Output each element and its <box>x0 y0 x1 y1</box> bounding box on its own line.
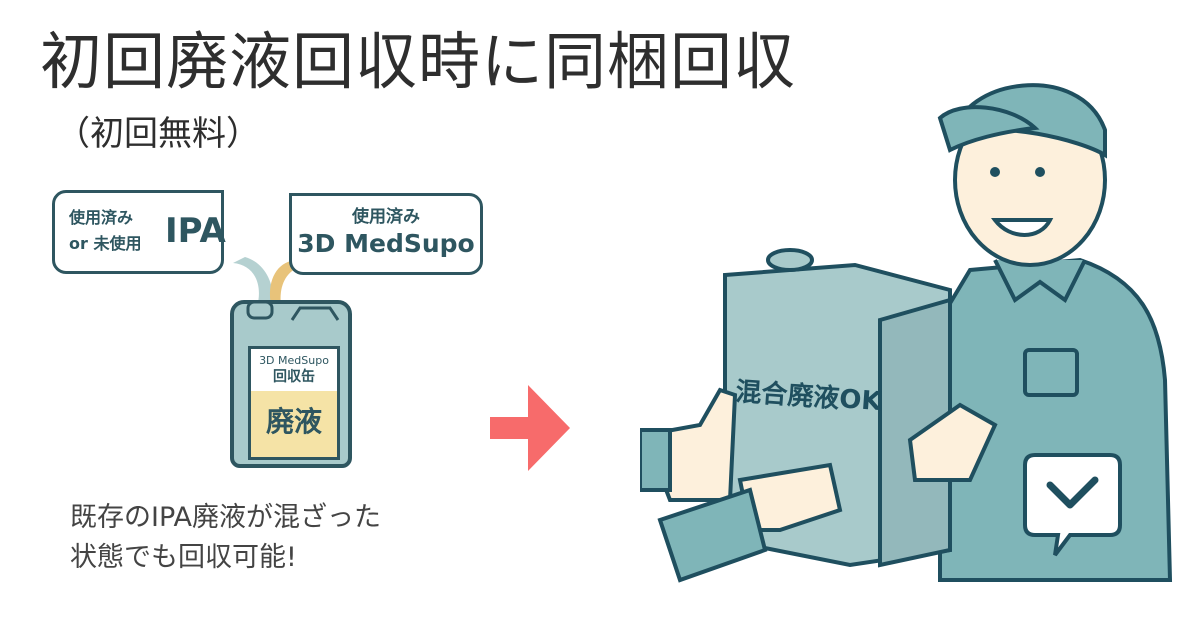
caption: 既存のIPA廃液が混ざった 状態でも回収可能! <box>70 498 381 578</box>
arrow-right-icon <box>490 385 570 471</box>
can-content: 廃液 <box>251 391 337 457</box>
medsupo-line1: 使用済み <box>352 207 420 227</box>
can-name: 回収缶 <box>273 369 315 385</box>
ipa-bubble-desc: 使用済み or 未使用 <box>69 205 141 257</box>
page-subtitle: （初回無料） <box>56 114 260 154</box>
can-cap-icon <box>246 300 340 321</box>
pour-stream-icon <box>233 257 295 307</box>
ipa-line1: 使用済み <box>69 208 134 227</box>
caption-line1: 既存のIPA廃液が混ざった <box>70 502 381 533</box>
collection-can: 3D MedSupo 回収缶 廃液 <box>230 300 352 468</box>
can-label: 3D MedSupo 回収缶 廃液 <box>248 346 340 460</box>
page-title: 初回廃液回収時に同梱回収 <box>40 25 797 98</box>
medsupo-label: 3D MedSupo <box>297 229 475 258</box>
caption-line2: 状態でも回収可能! <box>70 542 297 573</box>
worker-illustration: 混合廃液OK <box>640 83 1173 583</box>
ipa-line2: or 未使用 <box>69 234 142 253</box>
ipa-bubble: 使用済み or 未使用 IPA <box>52 190 226 274</box>
ipa-label: IPA <box>165 211 226 251</box>
can-brand: 3D MedSupo <box>259 354 329 367</box>
checkmark-speech-bubble-icon <box>1023 453 1122 557</box>
medsupo-bubble: 使用済み 3D MedSupo <box>289 193 483 275</box>
